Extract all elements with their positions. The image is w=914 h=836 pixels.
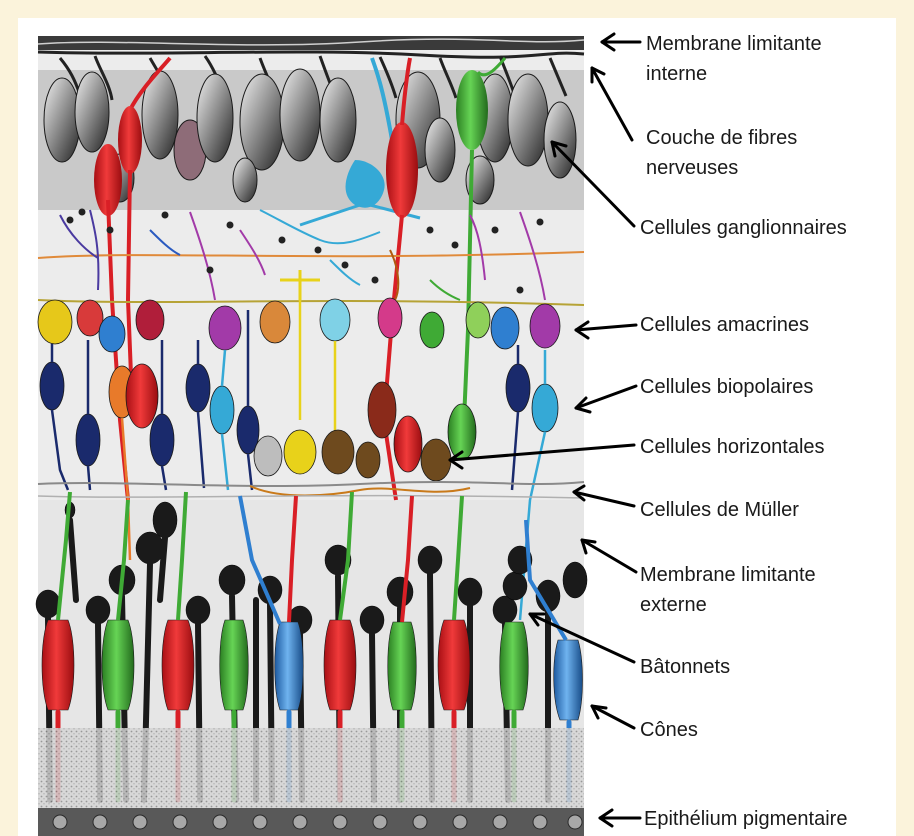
label-pigment-epithelium: Epithélium pigmentaire (644, 805, 847, 833)
label-inner-limiting-membrane-2: interne (646, 60, 707, 88)
label-bipolar-cells: Cellules biopolaires (640, 373, 813, 401)
label-amacrine-cells: Cellules amacrines (640, 311, 809, 339)
label-inner-limiting-membrane: Membrane limitante (646, 30, 822, 58)
label-external-limiting-membrane: Membrane limitante (640, 561, 816, 589)
label-external-limiting-membrane-2: externe (640, 591, 707, 619)
label-horizontal-cells: Cellules horizontales (640, 433, 825, 461)
label-muller-cells: Cellules de Müller (640, 496, 799, 524)
label-nerve-fiber-layer: Couche de fibres (646, 124, 797, 152)
arrow-external-limiting-membrane (582, 540, 636, 572)
arrow-nerve-fiber-layer (592, 68, 632, 140)
label-cones: Cônes (640, 716, 698, 744)
pigment-epithelium (38, 728, 584, 836)
label-nerve-fiber-layer-2: nerveuses (646, 154, 738, 182)
label-ganglion-cells: Cellules ganglionnaires (640, 214, 847, 242)
label-rods: Bâtonnets (640, 653, 730, 681)
